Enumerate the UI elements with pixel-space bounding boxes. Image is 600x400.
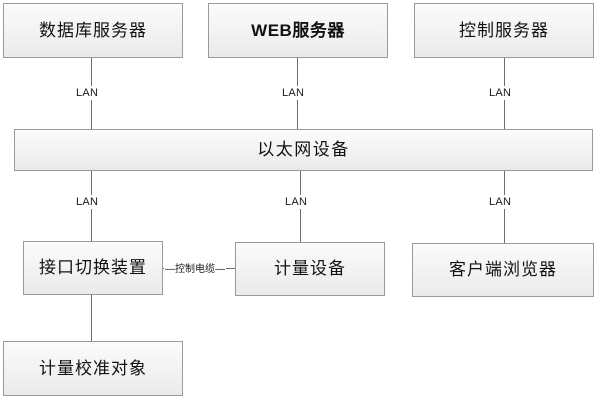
node-label-calibration-object: 计量校准对象 (39, 358, 147, 378)
edge-line-interface-to-calibration (91, 295, 92, 341)
edge-label-ethernet-to-client: LAN (487, 195, 514, 209)
edge-label-control-to-ethernet: LAN (487, 86, 514, 100)
edge-label-ethernet-to-metering: LAN (283, 195, 310, 209)
node-label-interface-switch: 接口切换装置 (39, 258, 147, 278)
node-label-metering-device: 计量设备 (274, 259, 346, 279)
node-label-database-server: 数据库服务器 (39, 20, 147, 40)
node-database-server[interactable]: 数据库服务器 (3, 3, 183, 58)
node-interface-switch[interactable]: 接口切换装置 (23, 241, 163, 295)
node-control-server[interactable]: 控制服务器 (414, 3, 594, 58)
edge-label-web-to-ethernet: LAN (280, 86, 307, 100)
node-metering-device[interactable]: 计量设备 (235, 242, 385, 296)
node-web-server[interactable]: WEB服务器 (208, 3, 388, 58)
node-label-control-server: 控制服务器 (459, 20, 549, 40)
edge-label-ethernet-to-interface: LAN (74, 195, 101, 209)
node-label-web-server: WEB服务器 (251, 20, 345, 40)
node-client-browser[interactable]: 客户端浏览器 (412, 243, 594, 297)
node-label-client-browser: 客户端浏览器 (449, 260, 557, 280)
node-calibration-object[interactable]: 计量校准对象 (3, 341, 183, 396)
edge-label-interface-to-metering: —控制电缆— (164, 260, 226, 275)
node-label-ethernet-device: 以太网设备 (257, 140, 350, 160)
node-ethernet-device[interactable]: 以太网设备 (14, 129, 593, 171)
edge-label-db-to-ethernet: LAN (74, 86, 101, 100)
